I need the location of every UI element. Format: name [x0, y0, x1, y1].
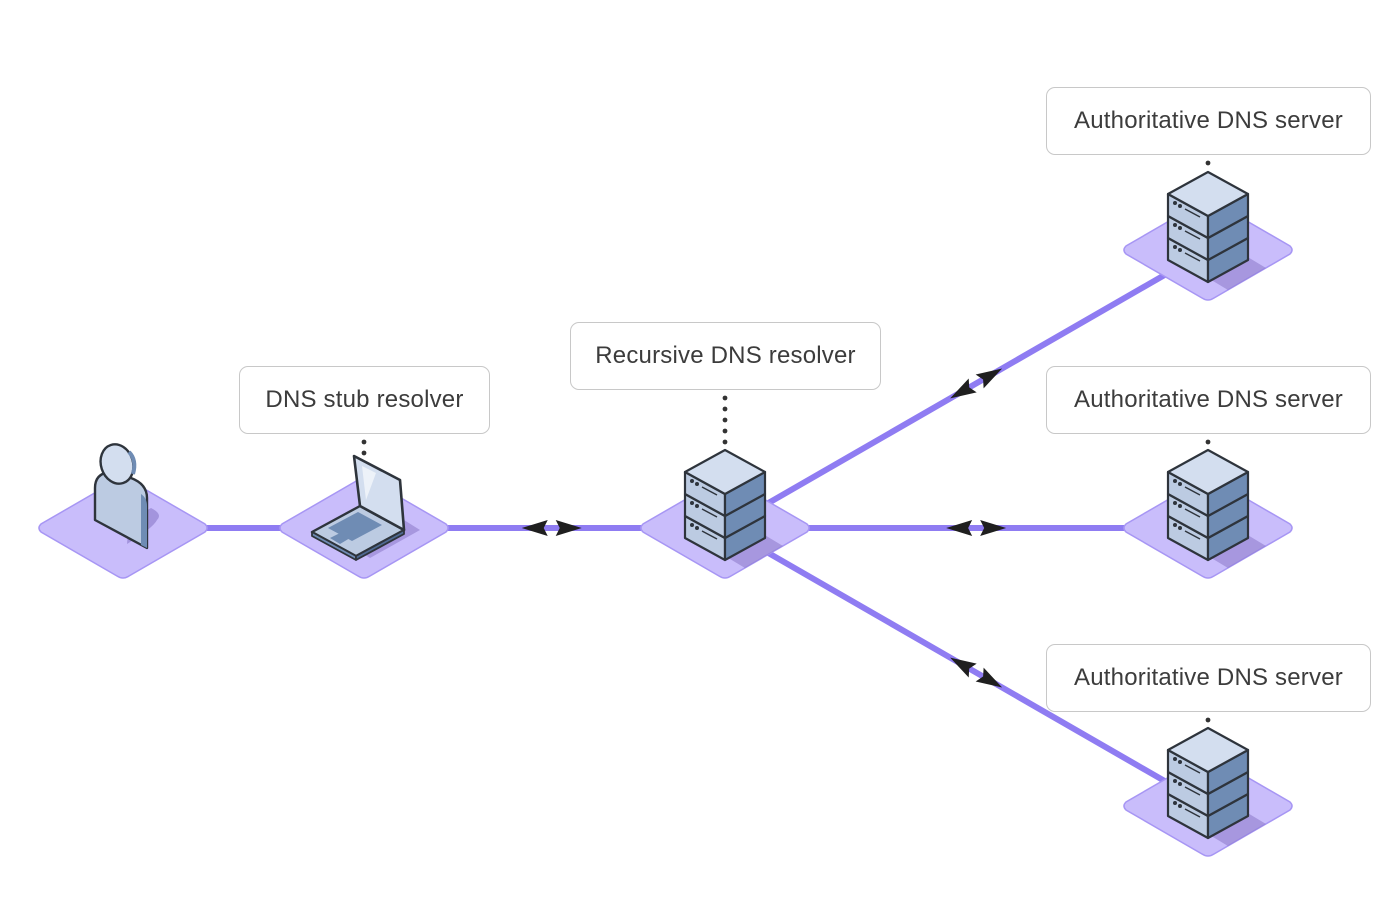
label-recursive-resolver: Recursive DNS resolver: [570, 322, 881, 390]
node-stub: [279, 454, 449, 579]
leader-auth2: [1205, 439, 1211, 445]
label-authoritative-server-1: Authoritative DNS server: [1046, 87, 1371, 155]
bidirectional-arrow-recursive: [521, 520, 582, 536]
leader-auth1: [1205, 160, 1211, 166]
leader-recursive: [722, 395, 728, 445]
node-auth2: [1123, 448, 1293, 579]
arrow-right-icon: [980, 520, 1007, 536]
bidirectional-arrow-auth1: [950, 368, 1003, 399]
arrow-markers: [521, 368, 1007, 688]
arrow-left-icon: [950, 378, 977, 399]
leader-auth3: [1205, 717, 1211, 723]
node-auth3: [1123, 726, 1293, 857]
nodes: [38, 170, 1293, 857]
bidirectional-arrow-auth2: [946, 520, 1007, 536]
user-icon: [93, 443, 159, 550]
label-leaders: [361, 160, 1211, 723]
laptop-icon: [310, 454, 420, 561]
arrow-right-icon: [975, 667, 1003, 688]
leader-stub: [361, 439, 367, 456]
label-stub-resolver: DNS stub resolver: [239, 366, 490, 434]
arrow-right-icon: [975, 368, 1003, 389]
label-authoritative-server-3: Authoritative DNS server: [1046, 644, 1371, 712]
arrow-left-icon: [946, 520, 973, 536]
label-authoritative-server-2: Authoritative DNS server: [1046, 366, 1371, 434]
arrow-left-icon: [950, 657, 977, 678]
bidirectional-arrow-auth3: [950, 657, 1003, 688]
node-user: [38, 443, 208, 579]
arrow-left-icon: [521, 520, 548, 536]
arrow-right-icon: [555, 520, 582, 536]
